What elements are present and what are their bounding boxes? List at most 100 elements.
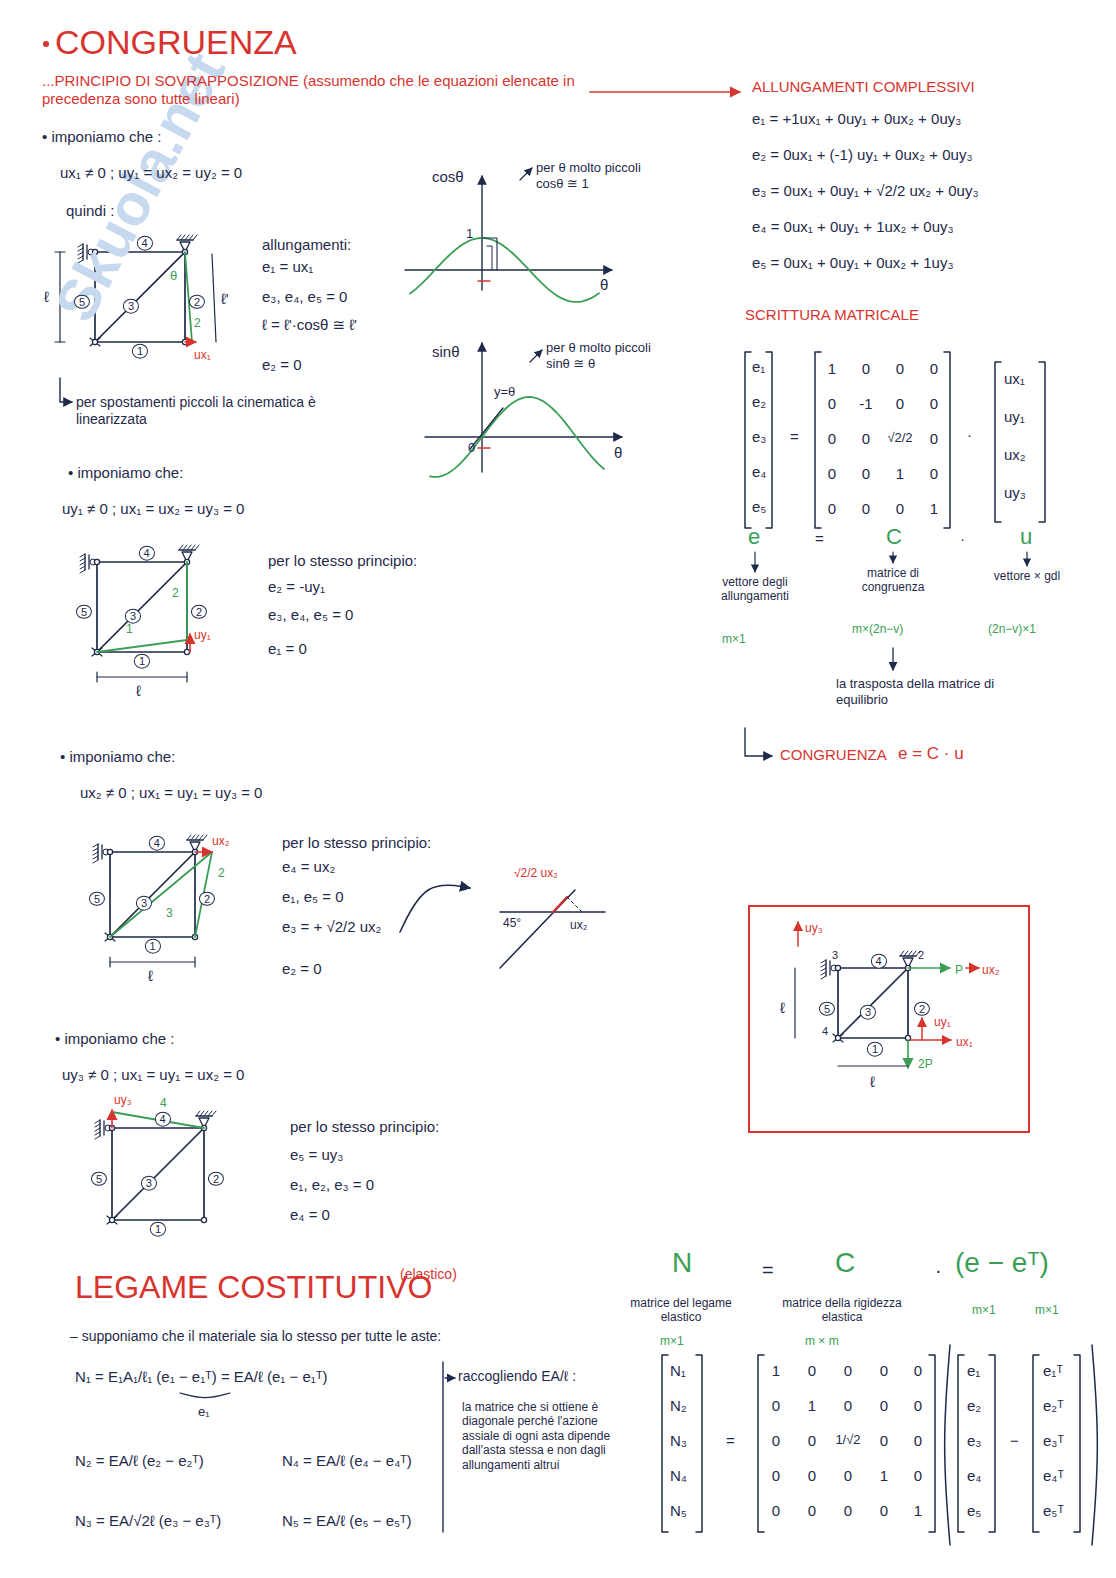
matrix-cell: 0	[772, 1502, 780, 1520]
matrix-cell: 0	[828, 430, 836, 448]
matrix-cell: 0	[914, 1397, 922, 1415]
matrix-cell: 0	[880, 1502, 888, 1520]
arrow	[445, 1377, 455, 1378]
arrow	[1026, 552, 1027, 566]
dimension-line	[96, 672, 97, 682]
arrow	[754, 552, 755, 572]
detail-box	[482, 238, 497, 270]
callout-number: 3	[123, 299, 139, 314]
section-note: ...PRINCIPIO DI SOVRAPPOSIZIONE (assumen…	[42, 72, 582, 108]
operator: =	[726, 1432, 735, 1450]
support-hatch	[204, 1111, 208, 1116]
pin-support	[833, 1034, 843, 1042]
support-hatch	[821, 972, 826, 975]
bullet-text: • imponiamo che:	[68, 464, 183, 482]
vector-entry: e₂	[752, 393, 766, 411]
brace-label: e₁	[198, 1404, 210, 1420]
displacement-arrow	[966, 967, 979, 969]
matrix-bracket	[758, 1355, 764, 1532]
equation: e₅ = uy₃	[290, 1146, 343, 1164]
displacement-label: ux₂	[212, 834, 229, 848]
figure-box: uy₃32Pux₂ℓ4uy₁ux₁2Pℓ45321	[748, 905, 1030, 1133]
brace	[180, 1393, 230, 1398]
pin-support	[90, 338, 100, 346]
figure-label: P	[955, 963, 963, 977]
vector-entry: N₂	[670, 1397, 687, 1415]
symbol-caption: matrice di congruenza	[843, 566, 943, 595]
support-hatch	[93, 852, 98, 855]
axis	[481, 176, 482, 290]
note-text: la matrice che si ottiene è diagonale pe…	[462, 1400, 617, 1472]
projection-segment	[553, 897, 567, 912]
vector-entry: e₄	[752, 463, 766, 481]
dimension-note: m×1	[722, 632, 746, 646]
matrix-cell: 0	[880, 1362, 888, 1380]
pin-support	[833, 1034, 843, 1042]
truss-bars	[112, 1128, 204, 1220]
support-hatch	[95, 1120, 100, 1123]
support-hatch	[93, 856, 98, 859]
angle-label: 45°	[503, 916, 521, 930]
subheading: SCRITTURA MATRICALE	[745, 306, 919, 324]
pin-support	[107, 1216, 117, 1224]
vector-entry: e₂ᵀ	[1043, 1397, 1064, 1415]
vector-entry: e₅	[752, 498, 766, 516]
matrix-bracket	[696, 1355, 702, 1532]
matrix-cell: 0	[828, 395, 836, 413]
equation: e₁ = +1ux₁ + 0uy₁ + 0ux₂ + 0uy₃	[752, 110, 961, 128]
callout-number: 4	[136, 236, 152, 251]
displacement-arrow	[921, 1018, 923, 1040]
support-hatch	[95, 1136, 100, 1139]
subheading: CONGRUENZA	[780, 746, 887, 764]
support-hatch	[191, 835, 195, 840]
support-hatch	[900, 951, 904, 956]
truss-bars	[110, 852, 195, 937]
dimension-label: ℓ	[136, 682, 141, 700]
truss-joint	[109, 1217, 114, 1222]
truss-joint	[92, 339, 97, 344]
matrix-cell: 0	[828, 500, 836, 518]
vector-entry: N₃	[670, 1432, 687, 1450]
matrix-cell: 0	[772, 1432, 780, 1450]
symbol-caption: vettore degli allungamenti	[705, 575, 805, 604]
dimension-note: m×1	[660, 1334, 684, 1348]
roller-support	[103, 1121, 104, 1135]
support-hatch	[195, 835, 199, 840]
operator: ·	[960, 530, 965, 548]
matrix-cell: 0	[772, 1467, 780, 1485]
page-title: CONGRUENZA	[55, 22, 297, 63]
displacement-label: uy₁	[194, 628, 211, 642]
matrix-cell: 0	[914, 1432, 922, 1450]
arrow	[892, 552, 893, 563]
dimension-line	[186, 672, 187, 682]
matrix-bracket	[1092, 1345, 1097, 1545]
vector-entry: e₅	[967, 1502, 981, 1520]
detail-box	[487, 246, 492, 270]
vector-entry: N₅	[670, 1502, 687, 1520]
matrix-cell: 0	[772, 1397, 780, 1415]
axis-label: sinθ	[432, 343, 460, 361]
matrix-cell: 0	[844, 1467, 852, 1485]
vector-entry: e₂	[967, 1397, 981, 1415]
axis-label: θ	[614, 444, 622, 462]
matrix-bracket	[944, 352, 950, 528]
support-hatch	[200, 1111, 204, 1116]
figure-label: uy₃	[805, 921, 823, 935]
note-text: per θ molto piccoli cosθ ≅ 1	[536, 160, 671, 191]
equation: N₁ = E₁A₁/ℓ₁ (e₁ − e₁ᵀ) = EA/ℓ (e₁ − e₁ᵀ…	[75, 1368, 327, 1386]
support-hatch	[183, 545, 187, 550]
displacement-arrow	[797, 922, 799, 946]
support-hatch	[195, 545, 199, 550]
matrix-cell: 0	[844, 1502, 852, 1520]
dimension-label: ℓ	[44, 288, 49, 306]
matrix-bracket	[958, 1355, 964, 1532]
sin-curve	[430, 397, 604, 477]
load-arrow	[907, 1040, 909, 1068]
matrix-cell: 0	[808, 1432, 816, 1450]
vector-entry: N₄	[670, 1467, 687, 1485]
figure-label: uy₁	[934, 1015, 951, 1029]
axis	[481, 343, 482, 472]
load-arrow	[908, 967, 950, 969]
figure-label: ux₁	[956, 1035, 973, 1049]
projection-label: √2/2 ux₂	[514, 866, 558, 880]
